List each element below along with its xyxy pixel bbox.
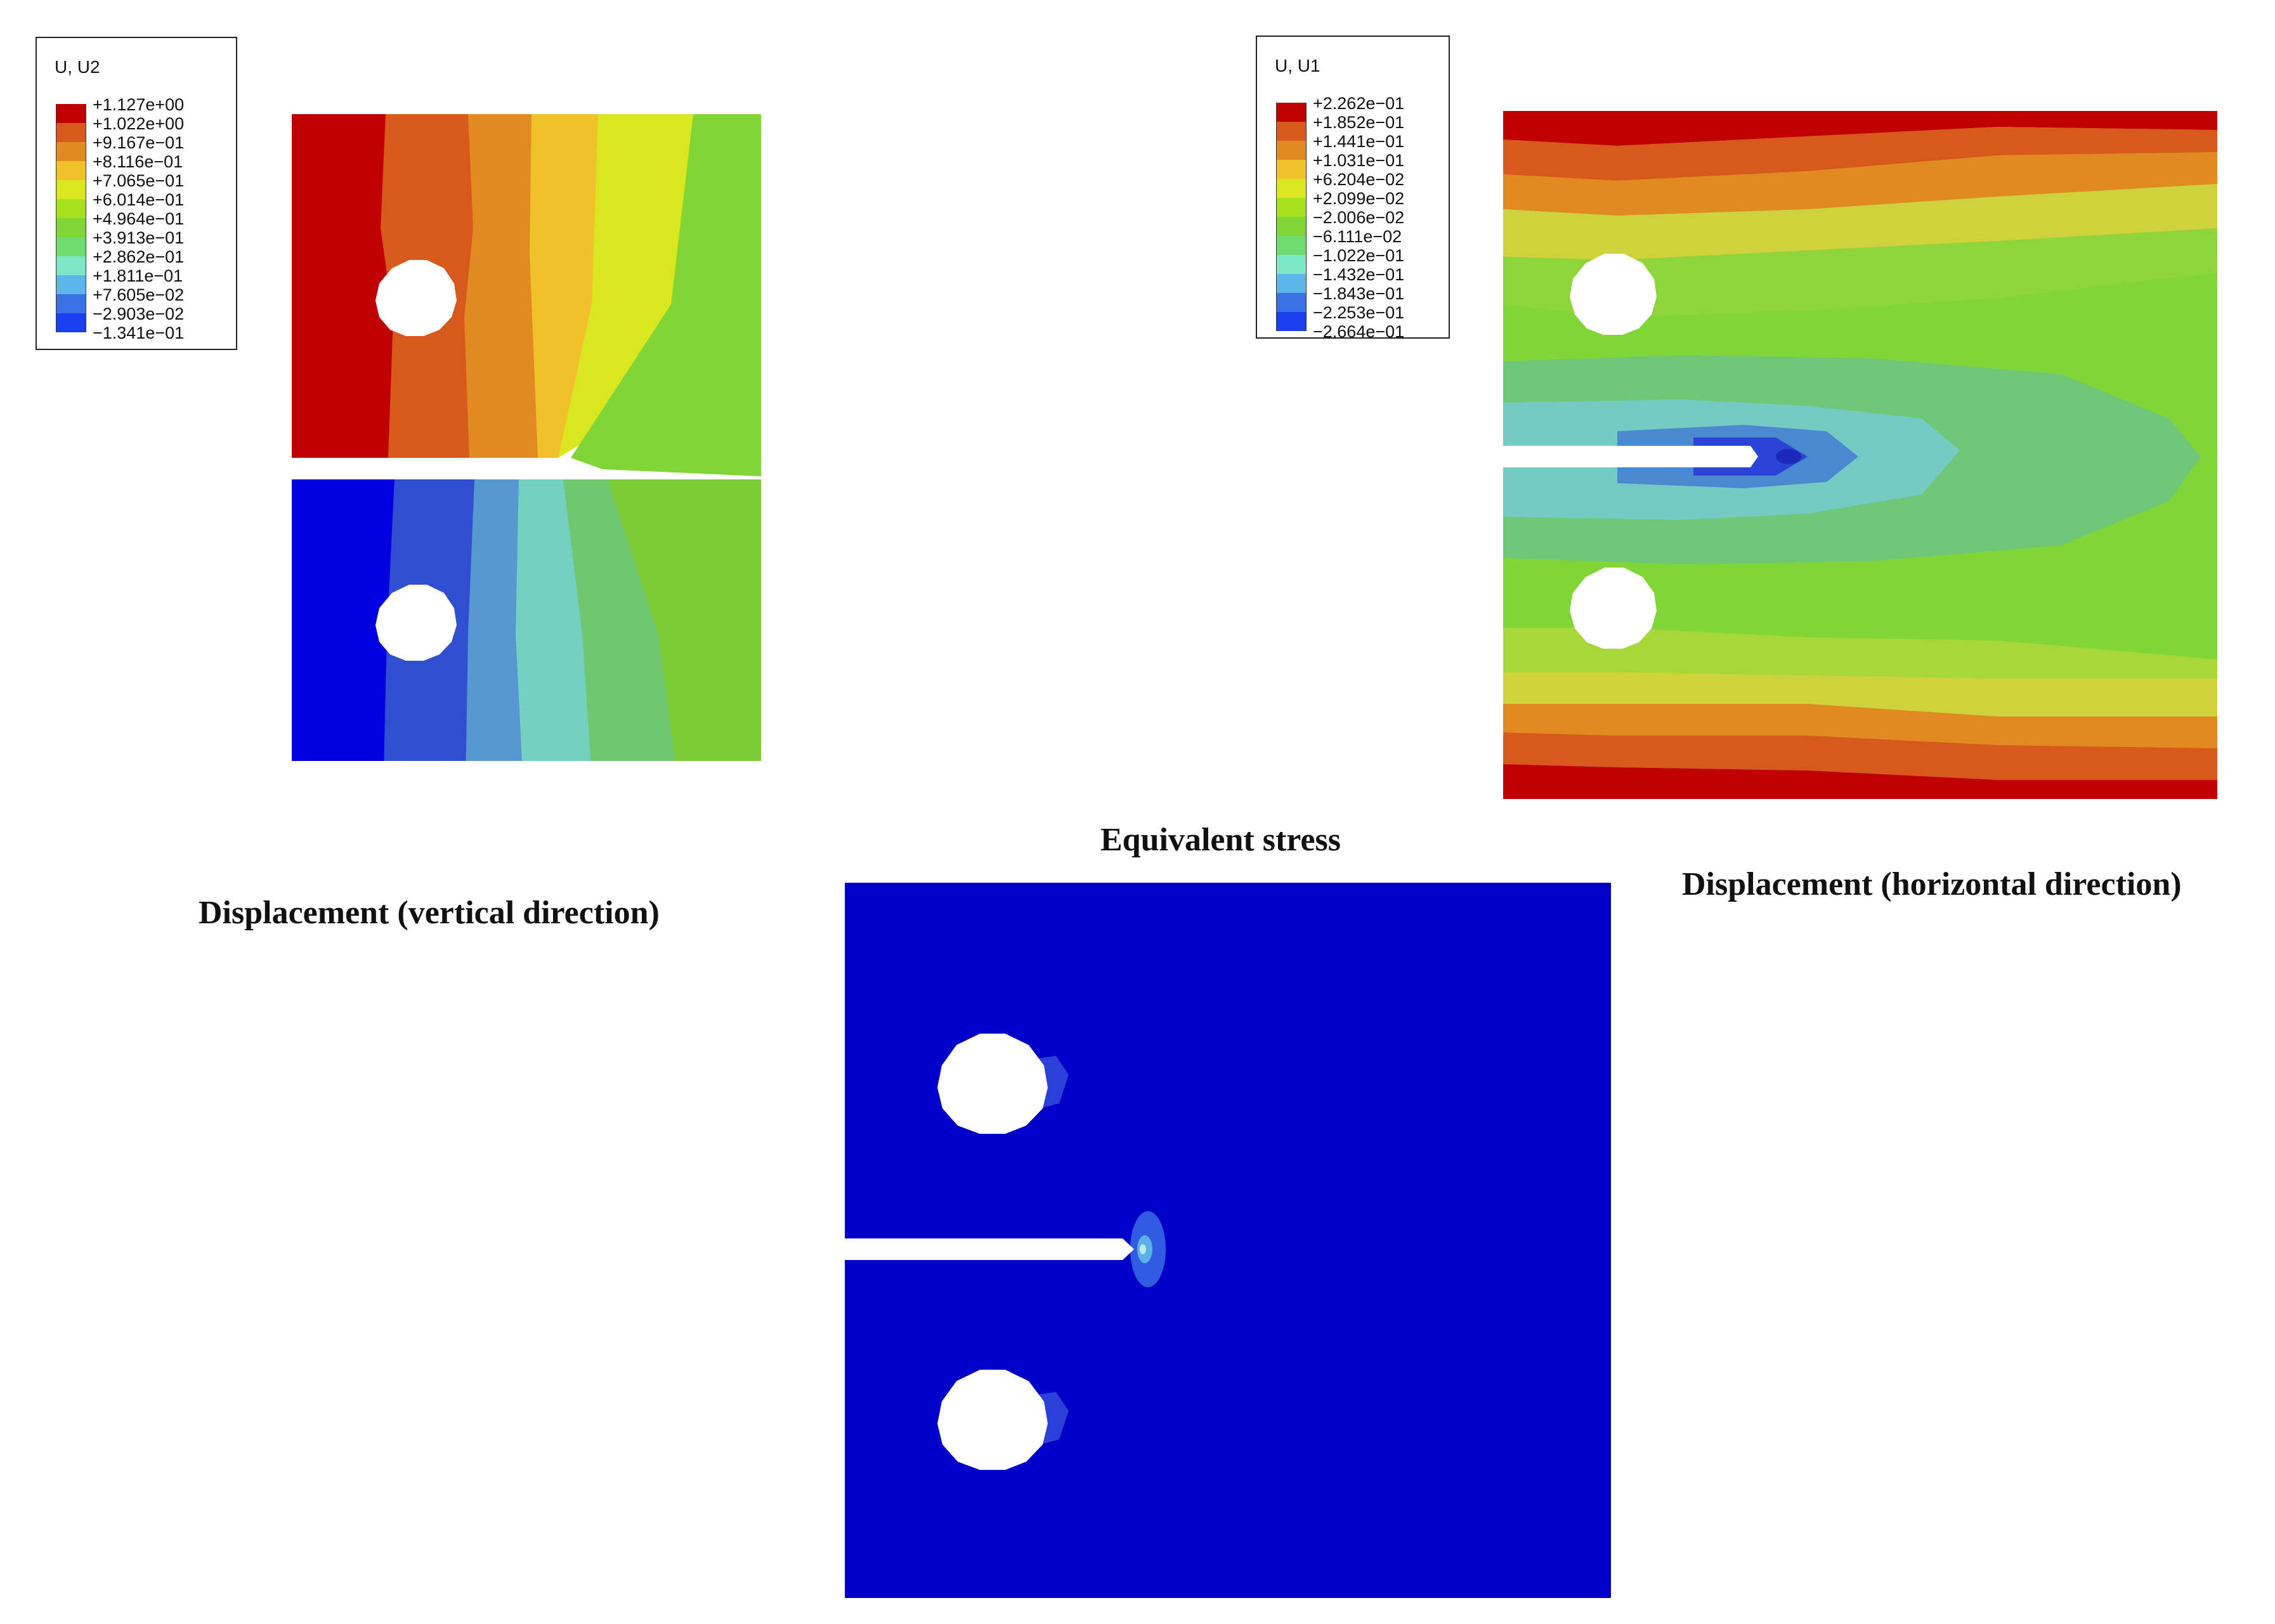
legend-swatch <box>56 275 86 294</box>
legend-swatch <box>1276 312 1307 331</box>
legend-swatch <box>56 218 86 237</box>
legend-label: +1.441e−01 <box>1313 132 1405 151</box>
legend-swatch <box>56 294 86 313</box>
legend-label: +8.116e−01 <box>93 152 183 171</box>
legend-label: −1.843e−01 <box>1313 284 1405 303</box>
stress-plot <box>845 883 1611 1598</box>
legend-label: +2.099e−02 <box>1313 189 1405 208</box>
legend-swatch <box>1276 255 1307 274</box>
legend-label: +1.811e−01 <box>93 266 183 285</box>
legend-swatch <box>1276 217 1307 236</box>
legend-label: −1.432e−01 <box>1313 265 1405 284</box>
legend-label: +6.014e−01 <box>93 190 185 209</box>
legend-title: U, U1 <box>1275 56 1320 75</box>
contour-plot-u2 <box>292 114 761 761</box>
legend-u2: U, U2 +1.127e+00+1.022e+00+9.167e−01+8.1… <box>36 37 237 350</box>
legend-swatch <box>56 161 86 180</box>
legend-label: +1.031e−01 <box>1313 151 1405 170</box>
legend-swatch <box>1276 293 1307 312</box>
legend-label: +1.852e−01 <box>1313 113 1405 132</box>
legend-label: +6.204e−02 <box>1313 170 1405 189</box>
legend-label: +9.167e−01 <box>93 133 185 152</box>
panel-vertical-displacement: U, U2 +1.127e+00+1.022e+00+9.167e−01+8.1… <box>0 0 825 951</box>
legend-label: +7.065e−01 <box>93 171 185 190</box>
legend-swatch <box>1276 103 1307 122</box>
legend-swatch <box>1276 179 1307 198</box>
legend-label: −2.664e−01 <box>1313 322 1405 341</box>
legend-swatch <box>56 104 86 123</box>
legend-label: −6.111e−02 <box>1313 227 1402 246</box>
contour-plot-u1 <box>1503 111 2217 799</box>
legend-label: +1.022e+00 <box>93 114 185 133</box>
legend-swatch <box>1276 122 1307 141</box>
legend-swatch <box>1276 141 1307 160</box>
legend-label: −2.903e−02 <box>93 304 185 323</box>
panel-horizontal-displacement: U, U1 +2.262e−01+1.852e−01+1.441e−01+1.0… <box>1237 0 2275 951</box>
legend-label: +7.605e−02 <box>93 285 185 304</box>
caption-stress: Equivalent stress <box>1100 822 1341 858</box>
legend-swatch <box>56 199 86 218</box>
legend-title: U, U2 <box>55 57 100 77</box>
legend-label: +2.862e−01 <box>93 247 185 266</box>
legend-label: +2.262e−01 <box>1313 94 1405 113</box>
legend-swatch <box>56 237 86 256</box>
legend-u1: U, U1 +2.262e−01+1.852e−01+1.441e−01+1.0… <box>1256 36 1450 341</box>
legend-swatch <box>56 180 86 199</box>
legend-label: −1.341e−01 <box>93 323 185 342</box>
caption-horizontal: Displacement (horizontal direction) <box>1682 866 2182 902</box>
legend-swatch <box>56 313 86 332</box>
caption-vertical: Displacement (vertical direction) <box>199 895 660 931</box>
legend-swatch <box>1276 236 1307 255</box>
legend-swatch <box>1276 160 1307 179</box>
legend-swatch <box>56 123 86 142</box>
legend-swatch <box>56 142 86 161</box>
legend-swatch <box>56 256 86 275</box>
legend-label: −2.006e−02 <box>1313 208 1405 227</box>
legend-label: +1.127e+00 <box>93 95 185 114</box>
legend-label: +3.913e−01 <box>93 228 185 247</box>
legend-label: −1.022e−01 <box>1313 246 1405 265</box>
legend-swatch <box>1276 274 1307 293</box>
legend-label: −2.253e−01 <box>1313 303 1405 322</box>
legend-label: +4.964e−01 <box>93 209 185 228</box>
legend-swatch <box>1276 198 1307 217</box>
